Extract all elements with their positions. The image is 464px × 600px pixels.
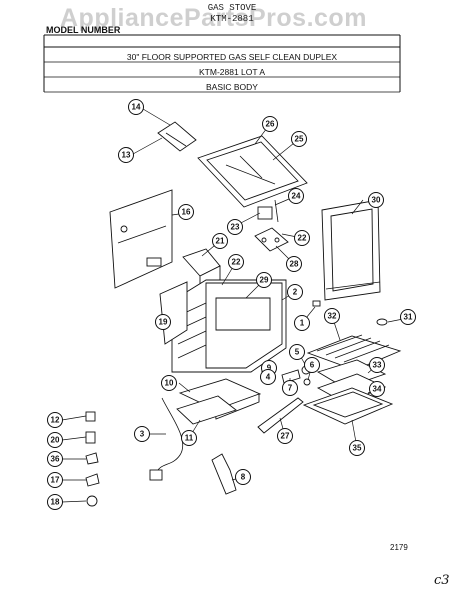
- svg-text:9: 9: [267, 364, 272, 373]
- callout-1: 1: [294, 315, 310, 331]
- svg-text:35: 35: [353, 444, 362, 453]
- svg-text:22: 22: [298, 234, 307, 243]
- callout-22b: 22: [228, 254, 244, 270]
- callout-10: 10: [161, 375, 177, 391]
- callout-31: 31: [400, 309, 416, 325]
- part-oven-body: [171, 279, 287, 373]
- svg-text:26: 26: [266, 120, 275, 129]
- callout-34: 34: [369, 381, 385, 397]
- callout-22a: 22: [294, 230, 310, 246]
- svg-text:10: 10: [165, 379, 174, 388]
- part-valve-assembly: [254, 199, 289, 252]
- callout-17: 17: [47, 472, 63, 488]
- callout-16: 16: [178, 204, 194, 220]
- callout-30: 30: [368, 192, 384, 208]
- svg-text:30: 30: [372, 196, 381, 205]
- model-label: MODEL NUMBER: [46, 25, 121, 35]
- svg-text:6: 6: [310, 361, 315, 370]
- header-rules: [43, 34, 401, 93]
- svg-text:29: 29: [260, 276, 269, 285]
- svg-text:32: 32: [328, 312, 337, 321]
- part-toe-plate: [257, 397, 304, 434]
- svg-text:19: 19: [159, 318, 168, 327]
- callout-29: 29: [256, 272, 272, 288]
- svg-text:36: 36: [51, 455, 60, 464]
- callout-2: 2: [287, 284, 303, 300]
- svg-text:13: 13: [122, 151, 131, 160]
- svg-text:16: 16: [182, 208, 191, 217]
- product-description: 30" FLOOR SUPPORTED GAS SELF CLEAN DUPLE…: [126, 52, 338, 62]
- svg-text:25: 25: [295, 135, 304, 144]
- svg-text:33: 33: [373, 361, 382, 370]
- callout-20: 20: [47, 432, 63, 448]
- part-power-cord: [149, 397, 184, 481]
- callout-5: 5: [289, 344, 305, 360]
- callout-28: 28: [286, 256, 302, 272]
- callout-26: 26: [262, 116, 278, 132]
- callout-35: 35: [349, 440, 365, 456]
- callout-3: 3: [134, 426, 150, 442]
- svg-text:18: 18: [51, 498, 60, 507]
- callout-23: 23: [227, 219, 243, 235]
- svg-text:27: 27: [281, 432, 290, 441]
- part-oven-door: [321, 199, 381, 301]
- handwritten-mark: c3: [434, 573, 450, 588]
- part-left-fasteners: [85, 411, 100, 507]
- svg-text:21: 21: [216, 237, 225, 246]
- svg-text:4: 4: [266, 373, 271, 382]
- callout-19: 19: [155, 314, 171, 330]
- callout-21: 21: [212, 233, 228, 249]
- svg-text:24: 24: [292, 192, 301, 201]
- svg-text:1: 1: [300, 319, 305, 328]
- callout-4: 4: [260, 369, 276, 385]
- callout-24: 24: [288, 188, 304, 204]
- part-kick-panel: [176, 395, 237, 425]
- svg-text:17: 17: [51, 476, 60, 485]
- diagram-title-line2: KTM-2881: [210, 14, 254, 24]
- watermark: AppliancePartsPros.com: [60, 4, 367, 32]
- callout-36: 36: [47, 451, 63, 467]
- part-back-panel: [109, 189, 173, 289]
- part-knob: [376, 318, 388, 326]
- callout-32: 32: [324, 308, 340, 324]
- callout-18: 18: [47, 494, 63, 510]
- callout-33: 33: [369, 357, 385, 373]
- callout-13: 13: [118, 147, 134, 163]
- callout-8: 8: [235, 469, 251, 485]
- callout-7: 7: [282, 380, 298, 396]
- svg-text:31: 31: [404, 313, 413, 322]
- part-vent-trim: [157, 121, 197, 152]
- part-cooktop: [197, 135, 308, 208]
- lot-label: KTM-2881 LOT A: [199, 67, 265, 77]
- svg-text:34: 34: [373, 385, 382, 394]
- diagram-title-line1: GAS STOVE: [207, 3, 257, 13]
- callout-12: 12: [47, 412, 63, 428]
- svg-text:22: 22: [232, 258, 241, 267]
- svg-text:2: 2: [293, 288, 298, 297]
- callout-25: 25: [291, 131, 307, 147]
- part-oven-rack: [306, 334, 402, 371]
- callout-11: 11: [181, 430, 197, 446]
- svg-text:11: 11: [185, 434, 194, 443]
- svg-text:5: 5: [295, 348, 300, 357]
- svg-text:20: 20: [51, 436, 60, 445]
- callout-27: 27: [277, 428, 293, 444]
- svg-text:8: 8: [241, 473, 246, 482]
- part-door-lock: [211, 453, 237, 495]
- page-number: 2179: [390, 543, 408, 552]
- part-broiler-pans: [302, 359, 394, 425]
- callout-14: 14: [128, 99, 144, 115]
- svg-text:28: 28: [290, 260, 299, 269]
- svg-text:3: 3: [140, 430, 145, 439]
- section-title: BASIC BODY: [206, 82, 258, 92]
- callout-6: 6: [304, 357, 320, 373]
- svg-text:7: 7: [288, 384, 293, 393]
- svg-text:23: 23: [231, 223, 240, 232]
- svg-text:12: 12: [51, 416, 60, 425]
- svg-text:14: 14: [132, 103, 141, 112]
